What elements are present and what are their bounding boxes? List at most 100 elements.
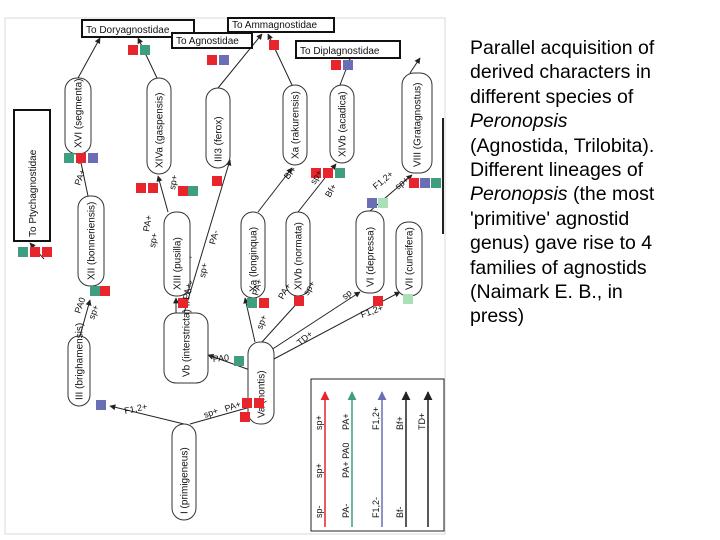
family-box-ammag	[227, 17, 335, 33]
character-square	[403, 294, 413, 304]
character-square	[128, 45, 138, 55]
transition-label: sp+	[167, 174, 179, 190]
species-node-XIVb1	[329, 84, 355, 164]
legend-to-label: TD+	[417, 413, 427, 430]
species-node-III3	[205, 87, 231, 169]
phylogeny-edge	[137, 37, 158, 79]
character-square	[234, 356, 244, 366]
caption-line: derived characters in	[470, 61, 652, 84]
character-square	[64, 153, 74, 163]
species-node-VbIX	[163, 312, 209, 384]
species-node-III	[67, 335, 91, 407]
legend-from-label: Bf-	[395, 506, 405, 518]
caption-italic: Peronopsis	[470, 183, 568, 206]
species-nodes-layer: I (primigeneus)III (brighamensis)Va (non…	[64, 72, 433, 521]
caption-line: 'primitive' agnostid	[470, 207, 630, 230]
phylogeny-edge	[243, 297, 256, 343]
character-square	[431, 178, 441, 188]
character-square	[88, 153, 98, 163]
transition-label: Bf+	[323, 182, 339, 199]
character-square	[140, 45, 150, 55]
transition-label: sp+	[254, 313, 268, 330]
character-square	[420, 178, 430, 188]
legend-from-label: F1,2-	[371, 497, 381, 518]
legend-to-label: Bf+	[395, 416, 405, 430]
species-label-XII: XII (bonneriensis)	[87, 202, 98, 280]
phylogeny-edge	[156, 175, 169, 213]
character-square	[96, 400, 106, 410]
species-label-VIII: VIII (Gratagnostus)	[413, 83, 424, 167]
family-box-dory	[81, 19, 195, 38]
species-label-I: I (primigeneus)	[180, 447, 191, 514]
character-square	[178, 186, 188, 196]
legend: sp-sp+ sp+ PA- PA+ PA0 PA+ F1,2- F1,2+ Bf- Bf+ TD…	[310, 378, 445, 532]
species-label-XIVb1: XIVb (acadica)	[338, 91, 349, 157]
phylogeny-edge	[257, 167, 293, 213]
species-label-VbIX: Vb (interstricta) IX (egenus)	[182, 255, 193, 377]
family-box-agno	[171, 32, 253, 49]
character-square	[90, 286, 100, 296]
family-label-diplo: To Diplagnostidae	[300, 46, 380, 57]
character-square	[269, 40, 279, 50]
caption-line: Different lineages of	[470, 159, 644, 182]
character-square	[311, 168, 321, 178]
species-label-Xa1: Xa (rakurensis)	[291, 91, 302, 159]
phylogeny-edge	[77, 37, 101, 79]
species-node-XIII	[163, 211, 191, 297]
legend-to-label: F1,2+	[371, 407, 381, 430]
species-node-VI	[355, 210, 385, 294]
character-square	[18, 247, 28, 257]
family-box-diplo	[295, 40, 401, 59]
species-label-XIII: XIII (pusilla)	[173, 237, 184, 290]
character-square	[212, 176, 222, 186]
character-square	[30, 247, 40, 257]
character-square	[254, 398, 264, 408]
species-label-Va: Va (nontis)	[257, 370, 268, 418]
caption-line: genus) gave rise to 4	[470, 232, 653, 255]
character-square	[240, 412, 250, 422]
transition-label: sp+	[147, 232, 159, 248]
character-square	[259, 298, 269, 308]
species-node-VIII	[401, 72, 433, 174]
character-square	[335, 168, 345, 178]
character-squares-layer	[18, 40, 441, 422]
caption-line: Peronopsis (the most	[470, 183, 655, 206]
species-node-I	[171, 423, 197, 521]
transition-label: Bf+	[282, 164, 299, 181]
phylogeny-edge	[183, 159, 232, 314]
species-label-XVI: XVI (segmenta)	[74, 79, 85, 148]
family-label-ammag: To Ammagnostidae	[232, 20, 317, 31]
species-label-VII: VII (cuneifera)	[405, 227, 416, 290]
phylogeny-edge	[267, 291, 361, 353]
transition-label: PA0	[212, 353, 229, 364]
legend-mid-label: PA+ PA0	[341, 443, 351, 478]
transition-label: PA+	[250, 278, 264, 297]
species-node-Xa1	[282, 84, 308, 166]
character-square	[242, 398, 252, 408]
phylogeny-edge	[78, 157, 89, 197]
species-label-Xa2: Xa (longinqua)	[249, 227, 260, 292]
transition-label: sp+	[197, 262, 209, 278]
character-square	[207, 55, 217, 65]
phylogeny-edge	[189, 404, 255, 425]
legend-from-label: sp-	[314, 505, 324, 518]
character-square	[331, 60, 341, 70]
character-square	[100, 286, 110, 296]
legend-to-label: PA+	[341, 413, 351, 430]
phylogeny-edge	[207, 353, 251, 371]
character-square	[76, 153, 86, 163]
character-square	[178, 298, 188, 308]
transition-label: PA+	[141, 214, 154, 232]
caption-line: families of agnostids	[470, 256, 647, 279]
character-square	[367, 198, 377, 208]
character-square	[42, 247, 52, 257]
character-square	[343, 60, 353, 70]
legend-mid-label: sp+	[314, 463, 324, 478]
caption-line: Parallel acquisition of	[470, 37, 655, 59]
legend-from-label: PA-	[341, 504, 351, 518]
legend-to-label: sp+	[314, 415, 324, 430]
species-label-III3: III3 (ferox)	[214, 116, 225, 162]
